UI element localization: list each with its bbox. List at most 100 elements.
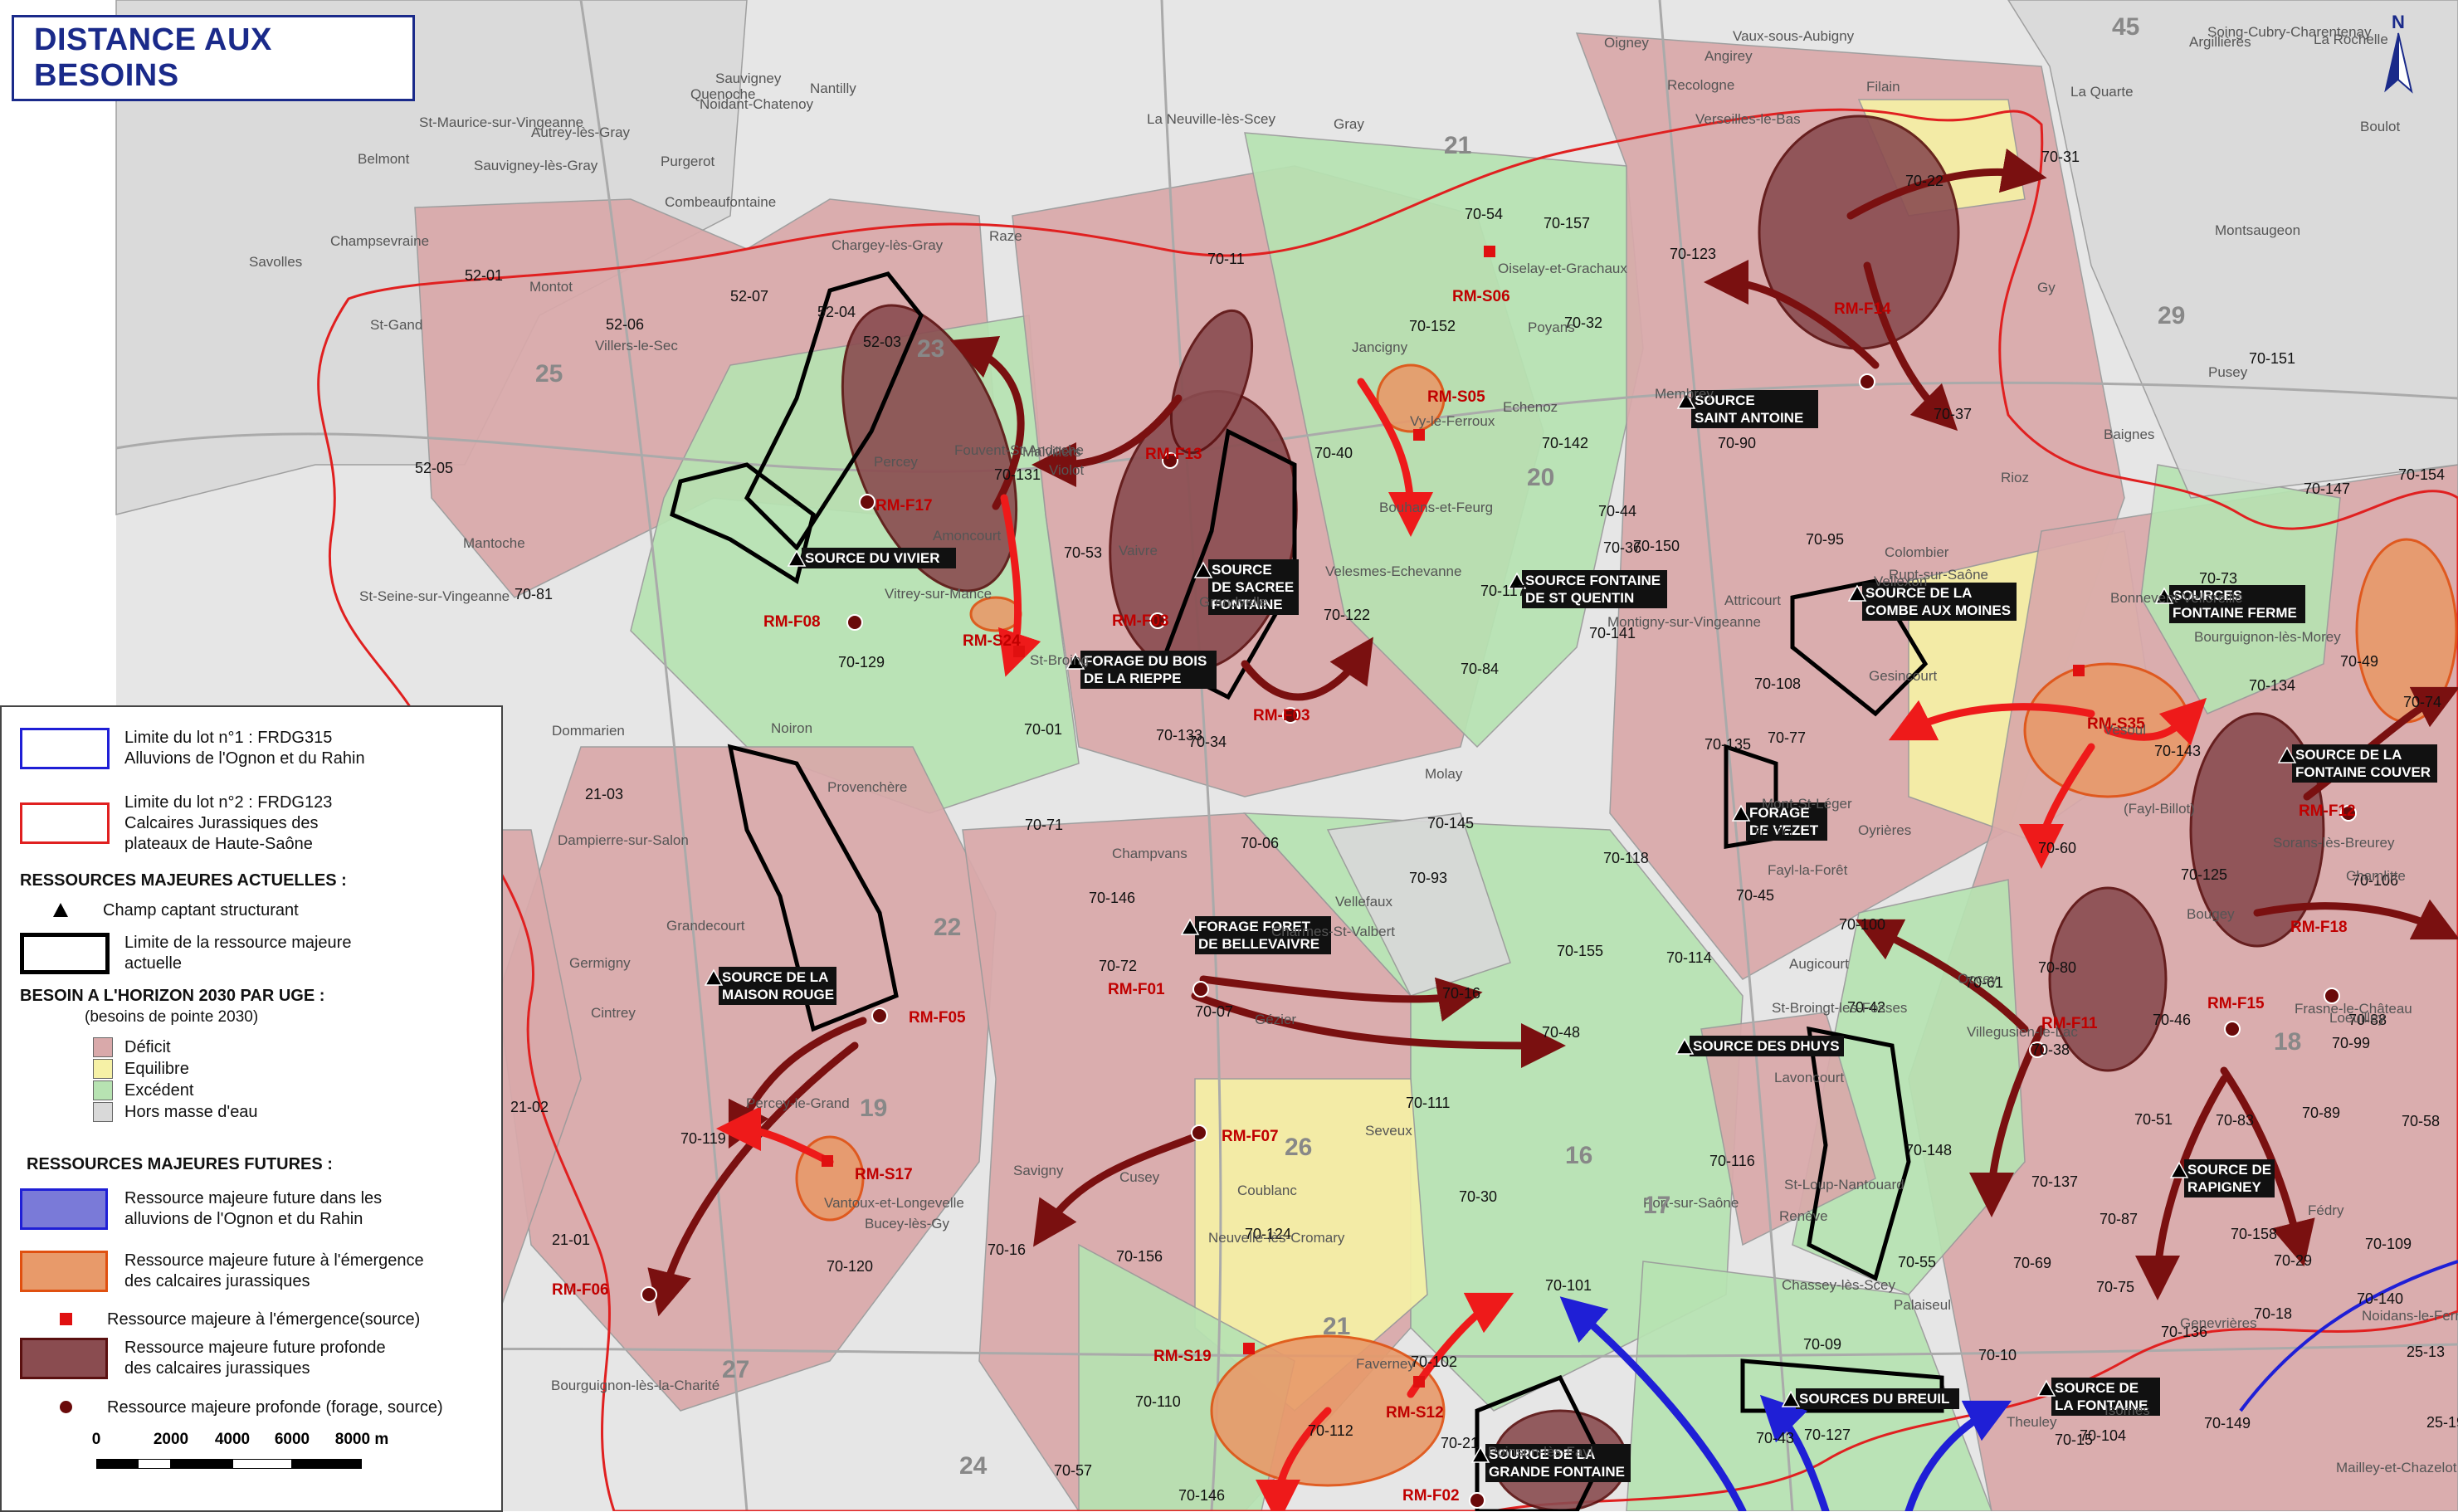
town-label: Sauvigney-lès-Gray <box>474 158 598 173</box>
uge-code-label: 70-76 <box>1753 825 1791 841</box>
uge-code-label: 52-04 <box>817 304 856 320</box>
uge-code-label: 70-16 <box>1442 985 1480 1002</box>
uge-code-label: 70-38 <box>2031 1041 2070 1058</box>
source-label-box <box>1746 802 1827 841</box>
excedent-swatch <box>93 1080 113 1100</box>
resource-label-RM-S24: RM-S24 <box>963 632 1021 650</box>
resource-label-RM-F13: RM-F13 <box>1145 446 1202 463</box>
uge-code-label: 70-42 <box>1847 999 1885 1016</box>
legend-limite-ress-1: Limite de la ressource majeure <box>124 934 352 952</box>
legend-header-actuelles: RESSOURCES MAJEURES ACTUELLES : <box>20 871 347 890</box>
legend-fut-prof-1: Ressource majeure future profonde <box>124 1339 386 1357</box>
town-label: Verseilles-le-Bas <box>1695 111 1801 127</box>
triangle-icon <box>1193 561 1213 578</box>
source-label-box <box>1195 916 1331 954</box>
source-label-text: FORAGE <box>1749 805 1810 821</box>
uge-code-label: 70-89 <box>2302 1105 2340 1121</box>
uge-code-label: 70-54 <box>1465 206 1503 222</box>
dept-number-label: 21 <box>1444 132 1471 159</box>
uge-code-label: 70-81 <box>515 586 553 602</box>
town-label: Percey <box>874 454 918 470</box>
uge-code-label: 70-30 <box>1459 1188 1497 1205</box>
source-label-text: FONTAINE COUVER <box>2295 764 2431 780</box>
legend-emerg-source: Ressource majeure à l'émergence(source) <box>107 1310 421 1329</box>
town-label: Vitrey-sur-Mance <box>885 586 992 602</box>
legend-lot2-line3: plateaux de Haute-Saône <box>124 835 313 853</box>
town-label: St-Broing <box>1030 652 1089 668</box>
uge-code-label: 70-156 <box>1116 1248 1163 1265</box>
town-label: Pusey <box>2208 364 2248 380</box>
town-label: Renève <box>1779 1208 1828 1224</box>
town-label: Savigny <box>1013 1163 1064 1178</box>
forage-dot-icon <box>1282 707 1299 724</box>
town-label: Bourguignon-lès-la-Charité <box>551 1378 719 1393</box>
ressource-actuelle-limit <box>744 271 924 551</box>
scale-seg <box>171 1459 232 1469</box>
scale-seg <box>96 1459 138 1469</box>
source-label-box <box>2169 585 2305 623</box>
ressource-actuelle-limit <box>1158 428 1297 700</box>
town-label: Lavoncourt <box>1774 1070 1844 1085</box>
uge-code-label: 70-69 <box>2013 1255 2051 1271</box>
town-label: Gesincourt <box>1869 668 1937 684</box>
uge-code-label: 70-49 <box>2340 653 2378 670</box>
uge-code-label: 70-53 <box>1064 544 1102 561</box>
resource-label-RM-S17: RM-S17 <box>855 1166 913 1183</box>
transfer-arrow-red <box>1357 378 1433 537</box>
future-emergence-swatch <box>20 1251 108 1292</box>
town-label: Oyrières <box>1858 822 1911 838</box>
scale-tick-1: 2000 <box>153 1431 189 1448</box>
source-label-box <box>1796 1388 1959 1409</box>
uge-code-label: 70-11 <box>1207 251 1245 267</box>
uge-code-label: 70-99 <box>2332 1035 2370 1051</box>
town-label: Attricourt <box>1724 593 1781 608</box>
town-label: Provenchère <box>827 779 907 795</box>
source-label-text: SOURCE <box>1695 393 1755 408</box>
triangle-icon <box>2169 1161 2189 1178</box>
source-label-box <box>2184 1159 2275 1197</box>
resource-label-RM-F11: RM-F11 <box>2041 1015 2098 1032</box>
forage-dot-icon <box>1859 373 1875 390</box>
source-label-text: DE SACREE <box>1212 579 1294 595</box>
uge-code-label: 70-114 <box>1666 949 1712 966</box>
town-label: Mont-St-Léger <box>1762 796 1852 812</box>
town-label: Chargey-lès-Gray <box>832 237 944 253</box>
uge-code-label: 70-83 <box>2216 1112 2254 1129</box>
dept-number-label: 19 <box>860 1095 887 1122</box>
town-label: Montigny-sur-Vingeanne <box>1607 614 1761 630</box>
resource-label-RM-S06: RM-S06 <box>1452 288 1510 305</box>
town-label: Autrey-lès-Gray <box>531 124 631 140</box>
source-label-text: SOURCE DE LA <box>2295 747 2402 763</box>
scale-tick-0: 0 <box>91 1431 101 1448</box>
forage-dot-icon <box>1149 612 1166 629</box>
town-label: Purgerot <box>661 154 714 169</box>
resource-label-RM-F03a: RM-F03 <box>1112 612 1169 630</box>
uge-code-label: 70-88 <box>2348 1012 2387 1028</box>
uge-code-label: 70-61 <box>1965 974 2003 991</box>
resource-label-RM-F02: RM-F02 <box>1402 1487 1460 1505</box>
uge-code-label: 70-136 <box>2161 1324 2207 1340</box>
source-label-text: DE VEZET <box>1749 822 1819 838</box>
transfer-arrow-red <box>2019 743 2095 869</box>
legend-lot1-line1: Limite du lot n°1 : FRDG315 <box>124 729 333 747</box>
uge-code-label: 70-120 <box>827 1258 873 1275</box>
uge-code-label: 70-148 <box>1905 1142 1952 1158</box>
legend-fut-ognon-2: alluvions de l'Ognon et du Rahin <box>124 1210 363 1228</box>
transfer-arrow-blue <box>1904 1400 2012 1511</box>
uge-zone-excedent <box>1243 812 1744 1412</box>
triangle-icon <box>2277 746 2297 763</box>
uge-code-label: 70-127 <box>1804 1427 1851 1443</box>
source-label-text: SOURCE DE LA <box>1865 585 1972 601</box>
town-label: Filain <box>1866 79 1900 95</box>
source-label-text: SOURCES DU BREUIL <box>1799 1391 1949 1407</box>
town-label: Dommarien <box>552 723 625 739</box>
legend-fut-prof-2: des calcaires jurassiques <box>124 1359 310 1378</box>
scale-seg <box>232 1459 292 1469</box>
source-label-box <box>719 967 836 1005</box>
transfer-arrow-dark <box>1199 975 1483 1022</box>
uge-code-label: 70-84 <box>1461 661 1499 677</box>
town-label: Gy <box>2037 280 2056 295</box>
source-label-box <box>1080 651 1217 689</box>
